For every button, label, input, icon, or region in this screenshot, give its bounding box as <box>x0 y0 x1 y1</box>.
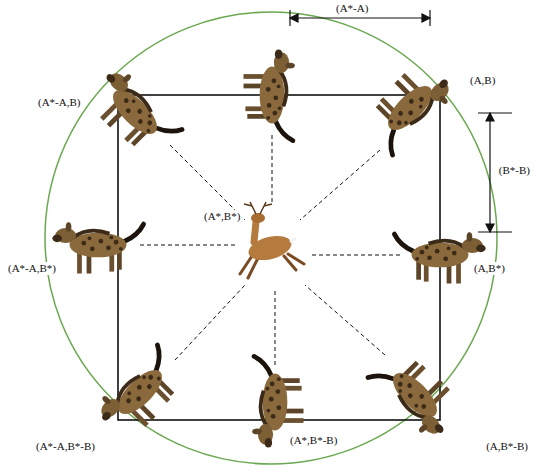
coordinate-label: (A*-A,B) <box>36 96 82 109</box>
coordinate-label: (A*,B*-B) <box>288 434 339 447</box>
coordinate-label: (A,B*-B) <box>484 440 530 453</box>
coordinate-label: (A*-A,B*-B) <box>34 440 97 453</box>
coordinate-label: (B*-B) <box>497 164 532 177</box>
coordinate-label: (A,B) <box>468 74 497 87</box>
coordinate-label: (A*-A,B*) <box>6 262 58 275</box>
coordinate-label: (A*,B*) <box>202 210 242 223</box>
coordinate-label: (A,B*) <box>472 262 507 275</box>
coordinate-label: (A*-A) <box>334 2 370 15</box>
